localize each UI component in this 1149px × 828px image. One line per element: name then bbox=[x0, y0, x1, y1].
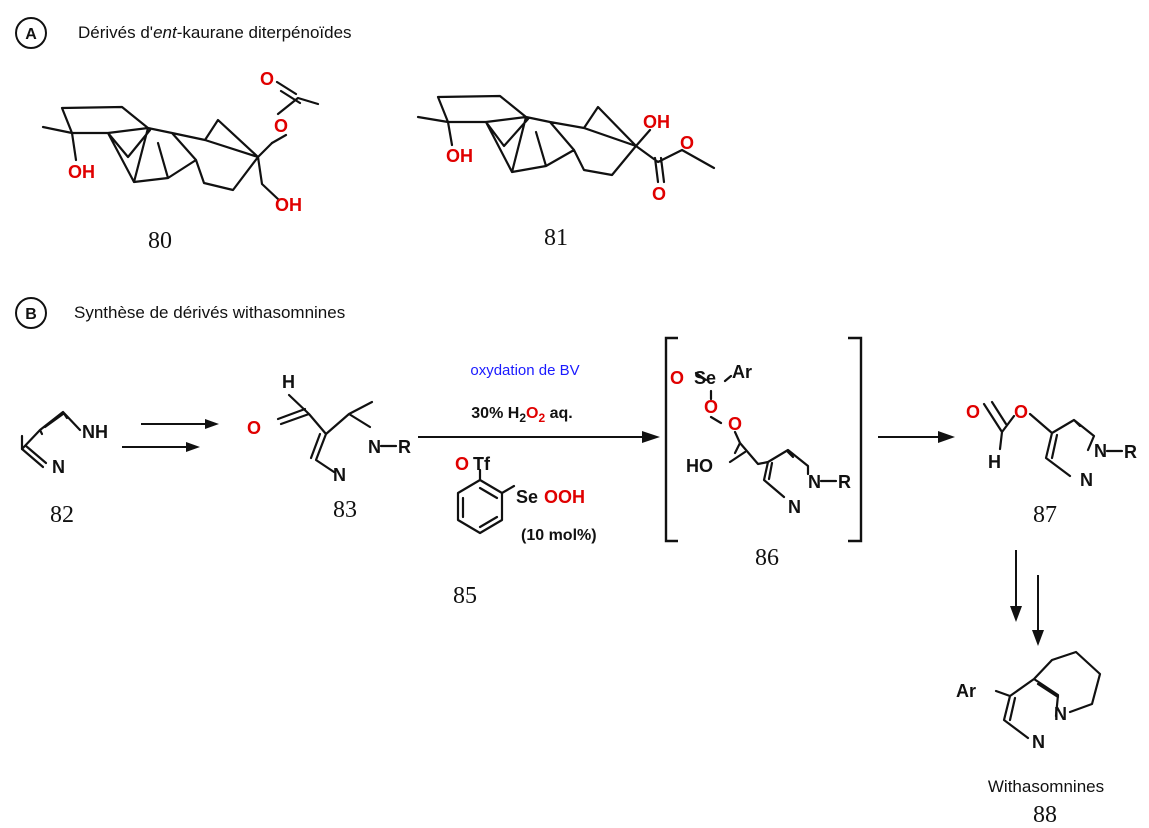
c85-ooh: OOH bbox=[544, 487, 585, 507]
condition-reaction-type: oxydation de BV bbox=[470, 362, 579, 379]
compound-81: OH OH O O 81 bbox=[416, 94, 716, 251]
c86-o2: O bbox=[728, 414, 742, 434]
compound-83: H O N N R 83 bbox=[247, 372, 411, 523]
c81-ester-o: O bbox=[680, 133, 694, 153]
compound-85: O Tf Se OOH (10 mol%) 85 bbox=[453, 454, 597, 609]
c86-n1: N bbox=[788, 497, 801, 517]
c85-otf-o: O bbox=[455, 454, 469, 474]
c81-oh1: OH bbox=[446, 146, 473, 166]
c83-n2: N bbox=[368, 437, 381, 457]
compound-88-number: 88 bbox=[1033, 802, 1057, 828]
c87-r: R bbox=[1124, 442, 1137, 462]
c86-se: Se bbox=[694, 368, 716, 388]
c87-n2: N bbox=[1094, 441, 1107, 461]
c83-r: R bbox=[398, 437, 411, 457]
badge-a-circle bbox=[15, 17, 47, 49]
c82-n1: N bbox=[52, 457, 65, 477]
compound-87-number: 87 bbox=[1033, 502, 1057, 528]
c86-o1: O bbox=[704, 397, 718, 417]
c87-n1: N bbox=[1080, 470, 1093, 490]
c88-n1: N bbox=[1032, 732, 1045, 752]
c85-se: Se bbox=[516, 487, 538, 507]
compound-85-number: 85 bbox=[453, 583, 477, 609]
c86-o-se: O bbox=[670, 368, 684, 388]
main-reaction-arrow: oxydation de BV 30% H2O2 aq. bbox=[418, 362, 660, 443]
panel-a-header: A Dérivés d'ent-kaurane diterpénoïdes bbox=[15, 17, 352, 49]
compound-88: Ar N N Withasomnines 88 bbox=[956, 650, 1104, 828]
compound-82: N NH 82 bbox=[20, 410, 108, 528]
c87-carbonyl-o: O bbox=[966, 402, 980, 422]
c87-ester-o: O bbox=[1014, 402, 1028, 422]
c86-r: R bbox=[838, 472, 851, 492]
c83-h: H bbox=[282, 372, 295, 392]
c83-o: O bbox=[247, 418, 261, 438]
badge-b-circle bbox=[15, 297, 47, 329]
condition-reagent: 30% H2O2 aq. bbox=[471, 405, 572, 425]
panel-b-title: Synthèse de dérivés withasomnines bbox=[74, 303, 345, 322]
c86-n2: N bbox=[808, 472, 821, 492]
c86-ar: Ar bbox=[732, 362, 752, 382]
c81-oh2: OH bbox=[643, 112, 670, 132]
c86-ho: HO bbox=[686, 456, 713, 476]
compound-83-number: 83 bbox=[333, 497, 357, 523]
c80-ester-o: O bbox=[274, 116, 288, 136]
compound-80: OH OH O O 80 bbox=[41, 69, 320, 254]
c88-n2: N bbox=[1054, 704, 1067, 724]
compound-80-number: 80 bbox=[148, 228, 172, 254]
compound-86-number: 86 bbox=[755, 545, 779, 571]
arrow-86-87 bbox=[878, 431, 955, 443]
arrows-87-88 bbox=[1010, 550, 1044, 646]
c85-otf-tf: Tf bbox=[473, 454, 491, 474]
panel-a-title: Dérivés d'ent-kaurane diterpénoïdes bbox=[78, 23, 352, 42]
compound-86: O Se Ar O O HO N N R 86 bbox=[664, 336, 863, 571]
c80-carbonyl-o: O bbox=[260, 69, 274, 89]
c80-oh2: OH bbox=[275, 195, 302, 215]
c81-carbonyl-o: O bbox=[652, 184, 666, 204]
compound-87: O O H N N R 87 bbox=[966, 400, 1137, 528]
c82-nh: NH bbox=[82, 422, 108, 442]
c87-h: H bbox=[988, 452, 1001, 472]
badge-a-label: A bbox=[25, 26, 37, 43]
compound-81-number: 81 bbox=[544, 225, 568, 251]
compound-82-number: 82 bbox=[50, 502, 74, 528]
badge-b-label: B bbox=[25, 306, 37, 323]
c85-loading: (10 mol%) bbox=[521, 527, 597, 544]
c88-name: Withasomnines bbox=[988, 777, 1104, 796]
c83-n1: N bbox=[333, 465, 346, 485]
arrows-82-83 bbox=[122, 419, 219, 452]
panel-b-header: B Synthèse de dérivés withasomnines bbox=[15, 297, 345, 329]
c88-ar: Ar bbox=[956, 681, 976, 701]
c80-oh-o: OH bbox=[68, 162, 95, 182]
